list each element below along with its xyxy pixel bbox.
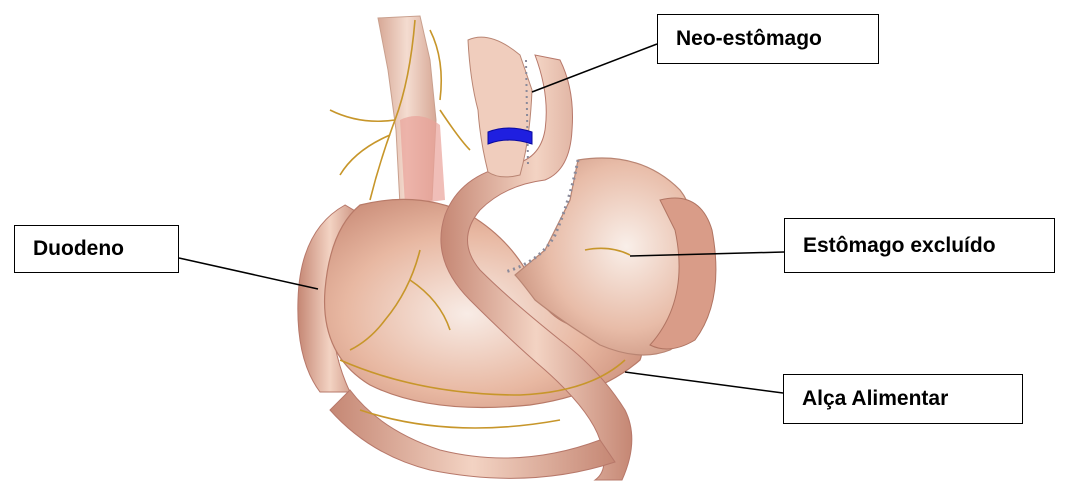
label-duodeno: Duodeno <box>14 225 179 273</box>
label-neo-estomago-text: Neo-estômago <box>676 27 822 51</box>
pointer-duodeno <box>179 258 318 289</box>
label-neo-estomago: Neo-estômago <box>657 14 879 64</box>
label-alca-alimentar-text: Alça Alimentar <box>802 387 948 411</box>
label-estomago-excluido: Estômago excluído <box>784 218 1055 273</box>
label-duodeno-text: Duodeno <box>33 237 124 261</box>
pointer-alca-alimentar <box>625 372 783 393</box>
neo-stomach-pouch <box>468 37 532 177</box>
label-alca-alimentar: Alça Alimentar <box>783 374 1023 424</box>
esophagus <box>378 16 445 205</box>
label-estomago-excluido-text: Estômago excluído <box>803 234 996 258</box>
